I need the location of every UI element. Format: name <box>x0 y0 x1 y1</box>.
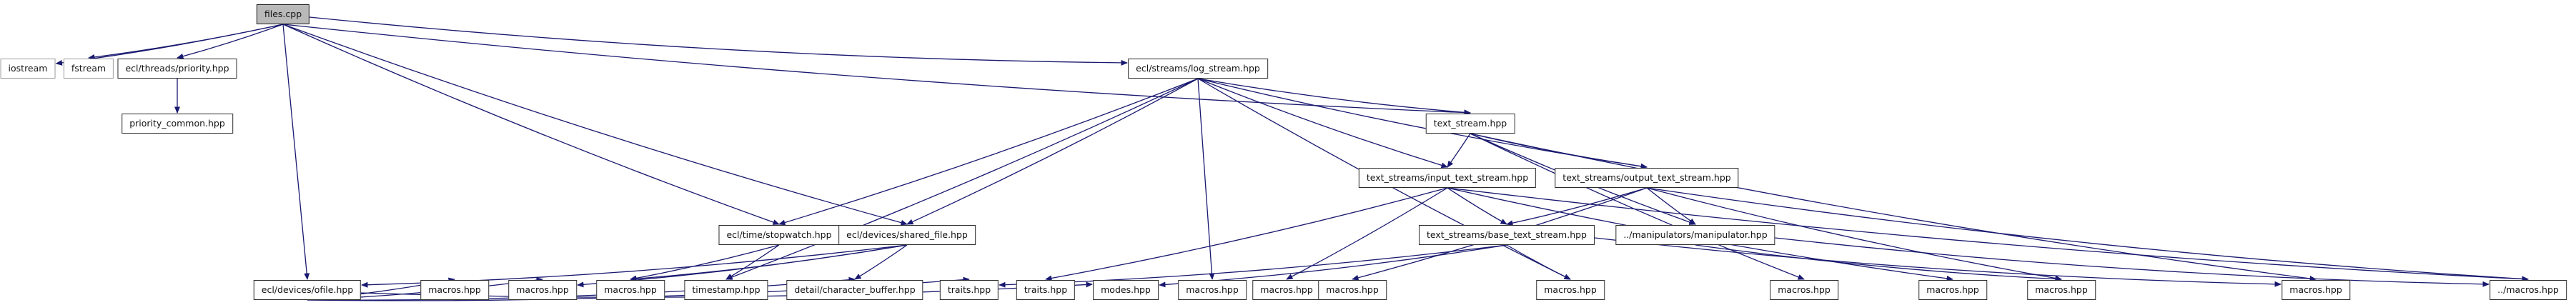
node-base_ts[interactable]: text_streams/base_text_stream.hpp <box>1419 225 1595 245</box>
node-files: files.cpp <box>256 4 310 24</box>
node-output_ts[interactable]: text_streams/output_text_stream.hpp <box>1555 168 1739 188</box>
node-stopwatch[interactable]: ecl/time/stopwatch.hpp <box>718 225 840 245</box>
node-macros_j[interactable]: macros.hpp <box>2027 280 2096 300</box>
node-macros_rel[interactable]: ../macros.hpp <box>2490 280 2567 300</box>
node-text_stream[interactable]: text_stream.hpp <box>1425 114 1515 134</box>
node-input_ts[interactable]: text_streams/input_text_stream.hpp <box>1358 168 1537 188</box>
node-fstream: fstream <box>63 59 114 79</box>
node-log_stream[interactable]: ecl/streams/log_stream.hpp <box>1128 59 1268 79</box>
node-macros_f[interactable]: macros.hpp <box>1318 280 1387 300</box>
node-char_buffer[interactable]: detail/character_buffer.hpp <box>786 280 923 300</box>
node-macros_c[interactable]: macros.hpp <box>596 280 665 300</box>
node-manipulator[interactable]: ../manipulators/manipulator.hpp <box>1615 225 1775 245</box>
node-macros_b[interactable]: macros.hpp <box>508 280 577 300</box>
node-traits_a[interactable]: traits.hpp <box>939 280 999 300</box>
node-macros_k[interactable]: macros.hpp <box>2282 280 2350 300</box>
node-macros_i[interactable]: macros.hpp <box>1918 280 1987 300</box>
node-timestamp[interactable]: timestamp.hpp <box>684 280 768 300</box>
node-macros_a[interactable]: macros.hpp <box>420 280 489 300</box>
node-priority[interactable]: ecl/threads/priority.hpp <box>117 59 237 79</box>
node-macros_h[interactable]: macros.hpp <box>1770 280 1838 300</box>
node-shared_file[interactable]: ecl/devices/shared_file.hpp <box>838 225 976 245</box>
node-macros_g[interactable]: macros.hpp <box>1536 280 1605 300</box>
node-priority_common[interactable]: priority_common.hpp <box>122 114 233 134</box>
node-iostream: iostream <box>0 59 56 79</box>
node-macros_e[interactable]: macros.hpp <box>1252 280 1321 300</box>
node-traits_b[interactable]: traits.hpp <box>1016 280 1076 300</box>
node-modes[interactable]: modes.hpp <box>1093 280 1159 300</box>
node-ofile[interactable]: ecl/devices/ofile.hpp <box>253 280 362 300</box>
node-macros_d[interactable]: macros.hpp <box>1178 280 1247 300</box>
